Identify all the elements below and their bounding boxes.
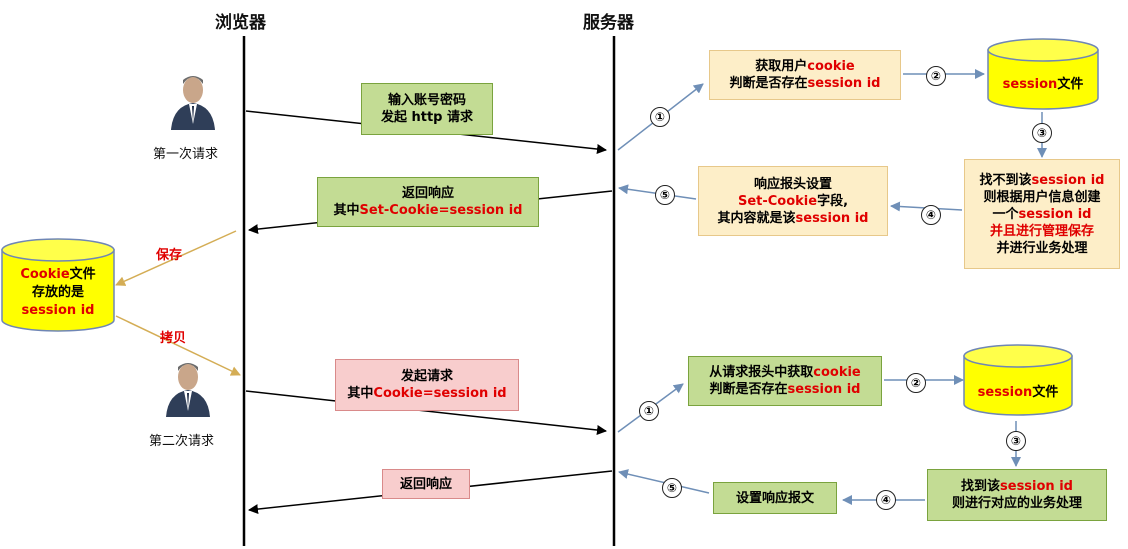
second-request-label: 第二次请求 [149,434,215,449]
user-avatar-icon-2 [166,363,210,417]
browser-header: 浏览器 [215,13,266,33]
step-1-badge: ① [650,107,670,127]
step-2-badge: ② [926,66,946,86]
copy-arrow [115,315,241,376]
first-request-label: 第一次请求 [153,147,219,162]
found-session-box: 找到该session id 则进行对应的业务处理 [927,469,1107,521]
server-header: 服务器 [583,13,634,33]
step-4b-badge: ④ [876,490,896,510]
first-response-box: 返回响应 其中Set-Cookie=session id [317,177,539,227]
get-cookie-box: 获取用户cookie 判断是否存在session id [709,50,901,100]
save-arrow [115,230,237,286]
user-avatar-icon-1 [171,76,215,130]
step-4-badge: ④ [921,205,941,225]
second-request-box: 发起请求 其中Cookie=session id [335,359,519,411]
copy-label: 拷贝 [160,331,187,346]
step-3-badge: ③ [1032,123,1052,143]
session-file-cylinder-1 [987,38,1099,110]
set-response-box: 设置响应报文 [713,482,837,514]
create-session-box: 找不到该session id 则根据用户信息创建 一个session id 并且… [964,159,1120,269]
cookie-file-label: Cookie文件 存放的是 session id [20,267,96,318]
second-request-arrow [245,390,607,435]
second-response-box: 返回响应 [382,469,470,499]
cookie-file-cylinder [1,238,115,332]
step-5-badge: ⑤ [655,185,675,205]
read-cookie-box: 从请求报头中获取cookie 判断是否存在session id [688,356,882,406]
save-label: 保存 [156,248,183,263]
login-request-box: 输入账号密码 发起 http 请求 [361,83,493,135]
session-file-cylinder-2 [963,344,1073,416]
step-3b-badge: ③ [1006,431,1026,451]
step-1b-badge: ① [639,401,659,421]
set-header-box: 响应报头设置 Set-Cookie字段, 其内容就是该session id [698,166,888,236]
step-2b-badge: ② [906,373,926,393]
session-file-label-2: session文件 [977,385,1059,400]
step-5b-badge: ⑤ [662,478,682,498]
session-file-label-1: session文件 [1002,77,1084,92]
